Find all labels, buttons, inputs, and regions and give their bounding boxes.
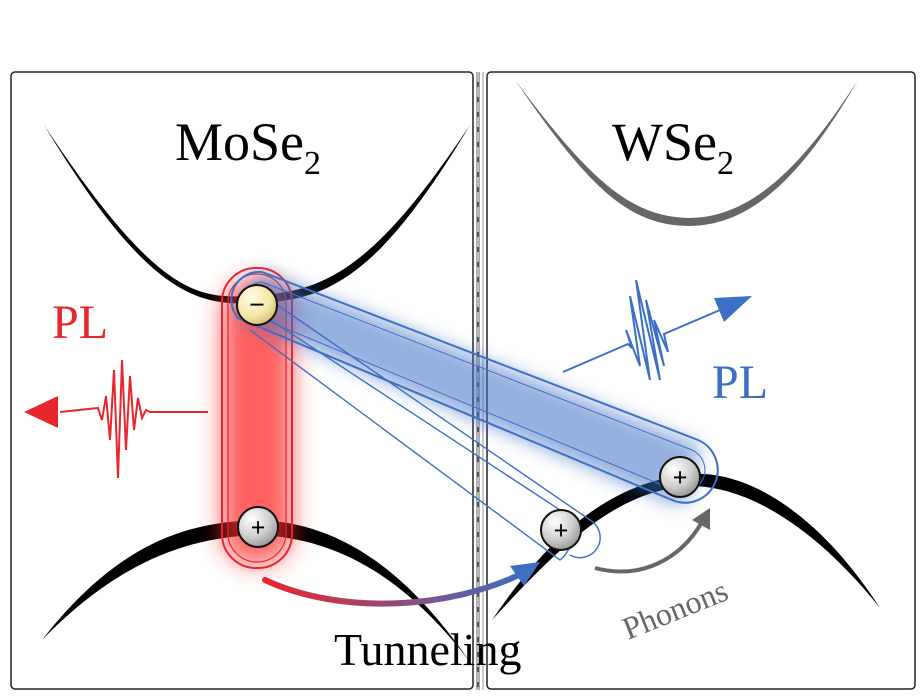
wse2-title-sub: 2 (717, 145, 734, 182)
mose2-title-main: MoSe (175, 112, 304, 172)
mose2-valence-band (42, 520, 470, 662)
phonons-arrowhead (692, 508, 710, 530)
pl-photon-left-arrowhead (24, 396, 58, 428)
pl-photon-right-arrowhead (714, 296, 752, 322)
mose2-title-sub: 2 (304, 145, 321, 182)
tunneling-label: Tunneling (334, 624, 521, 675)
hole-wse2-hot: + (540, 509, 582, 551)
phonons-arrow (594, 520, 704, 574)
pl-label-left: PL (52, 296, 108, 349)
hole-mose2-sign: + (251, 513, 266, 542)
wse2-conduction-band (515, 80, 858, 226)
tunneling-arrowhead (510, 562, 540, 586)
pl-photon-left (59, 359, 208, 479)
phonons-label: Phonons (617, 572, 733, 647)
wse2-title-main: WSe (612, 112, 717, 172)
mose2-conduction-band (44, 125, 470, 304)
intralayer-exciton-outline (221, 267, 293, 569)
mose2-title: MoSe2 (175, 112, 321, 182)
hole-mose2: + (237, 506, 279, 548)
intralayer-exciton-glow (222, 280, 292, 565)
hole-wse2-hot-sign: + (554, 516, 569, 545)
interlayer-exciton (230, 270, 719, 505)
tunneling-arrow (262, 569, 528, 607)
electron-sign: − (249, 290, 265, 321)
pl-photon-right (562, 279, 721, 381)
electron: − (236, 284, 278, 326)
hole-wse2-relaxed: + (659, 456, 701, 498)
wse2-title: WSe2 (612, 112, 734, 182)
pl-label-right: PL (712, 356, 768, 409)
intralayer-exciton-inner-outline (227, 273, 287, 563)
wse2-valence-band (492, 473, 880, 620)
hole-wse2-relaxed-sign: + (673, 463, 688, 492)
